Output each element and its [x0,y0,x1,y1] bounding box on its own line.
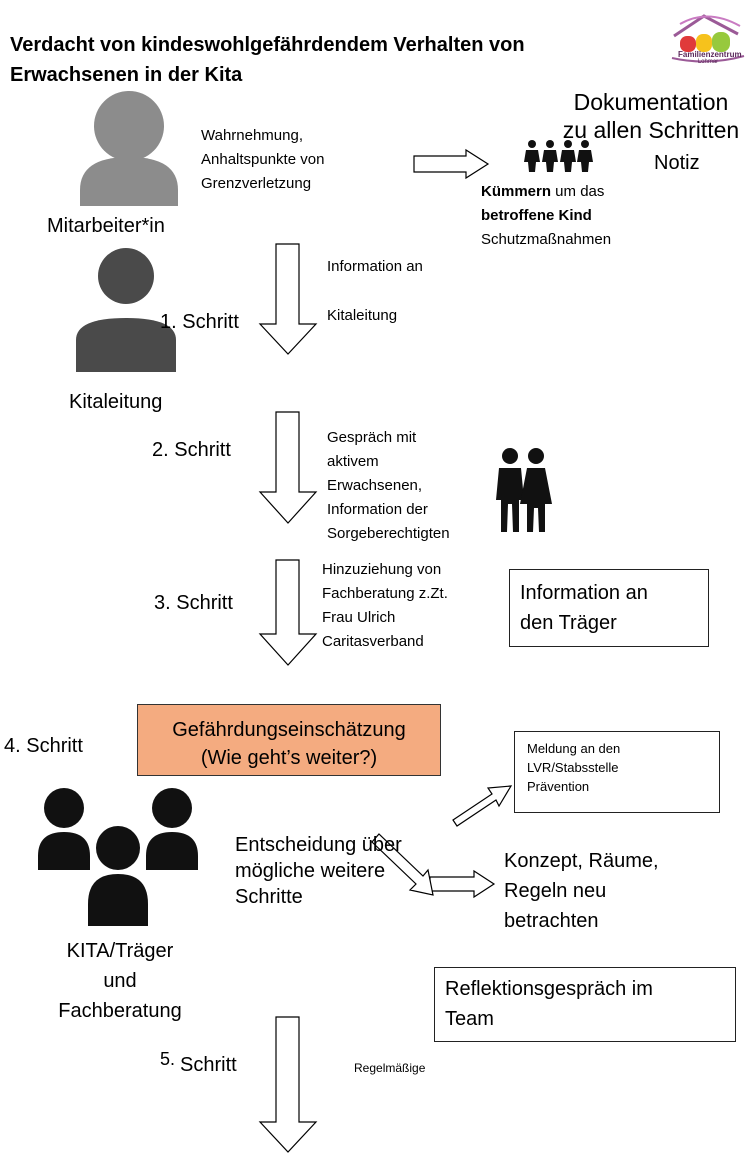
perception-text: Wahrnehmung, Anhaltspunkte von Grenzverl… [201,127,325,192]
logo: Familienzentrum Lohmar [668,10,746,66]
decision-text: Entscheidung über mögliche weitere Schri… [235,834,402,908]
arrow-down-step3 [258,559,318,666]
arrow-diagonal-up-lvr [452,785,513,827]
arrow-down-step2 [258,411,318,524]
page-title: Verdacht von kindeswohlgefährdendem Verh… [10,34,525,86]
team-group-icon [38,788,198,926]
step-3-text: Hinzuziehung von Fachberatung z.Zt. Frau… [322,561,448,650]
employee-person-icon [80,91,178,206]
arrow-right-perception [413,148,490,180]
child-care-text: Kümmern um das betroffene Kind Schutzmaß… [481,183,612,248]
reflection-box: Reflektionsgespräch im Team [434,967,736,1042]
step-3-label: 3. Schritt [154,592,233,614]
arrow-diagonal-down-reflection [371,833,434,896]
note-text: Notiz [654,152,700,174]
step-4-label: 4. Schritt [4,735,83,757]
step-1-text-b: Kitaleitung [327,307,398,324]
children-group-icon [524,140,593,172]
step-1-text-a: Information an [327,258,423,275]
family-house-logo-icon [671,14,745,63]
arrow-right-concept [429,869,496,899]
step-2-label: 2. Schritt [152,439,231,461]
role-employee-label: Mitarbeiter*in [47,215,165,237]
step-5-label: 5. Schritt [160,1049,237,1076]
logo-text: Familienzentrum [678,50,742,59]
step-2-text: Gespräch mit aktivem Erwachsenen, Inform… [327,429,450,542]
manager-person-icon [76,248,176,372]
lvr-report-box: Meldung an den LVR/Stabsstelle Präventio… [514,731,720,813]
concept-text: Konzept, Räume, Regeln neu betrachten [504,850,659,932]
logo-subtext: Lohmar [697,59,719,65]
documentation-text: Dokumentation zu allen Schritten [562,89,740,143]
traeger-info-box: Information an den Träger [509,569,709,647]
risk-assessment-box: Gefährdungseinschätzung (Wie geht’s weit… [137,704,441,776]
step-1-label: 1. Schritt [160,311,239,333]
role-manager-label: Kitaleitung [69,391,163,413]
arrow-down-step1 [258,243,318,355]
step-5-text: Regelmäßige [354,1061,426,1075]
team-label: KITA/Träger und Fachberatung [58,940,182,1022]
parents-couple-icon [496,448,552,532]
arrow-down-step5 [258,1016,318,1153]
